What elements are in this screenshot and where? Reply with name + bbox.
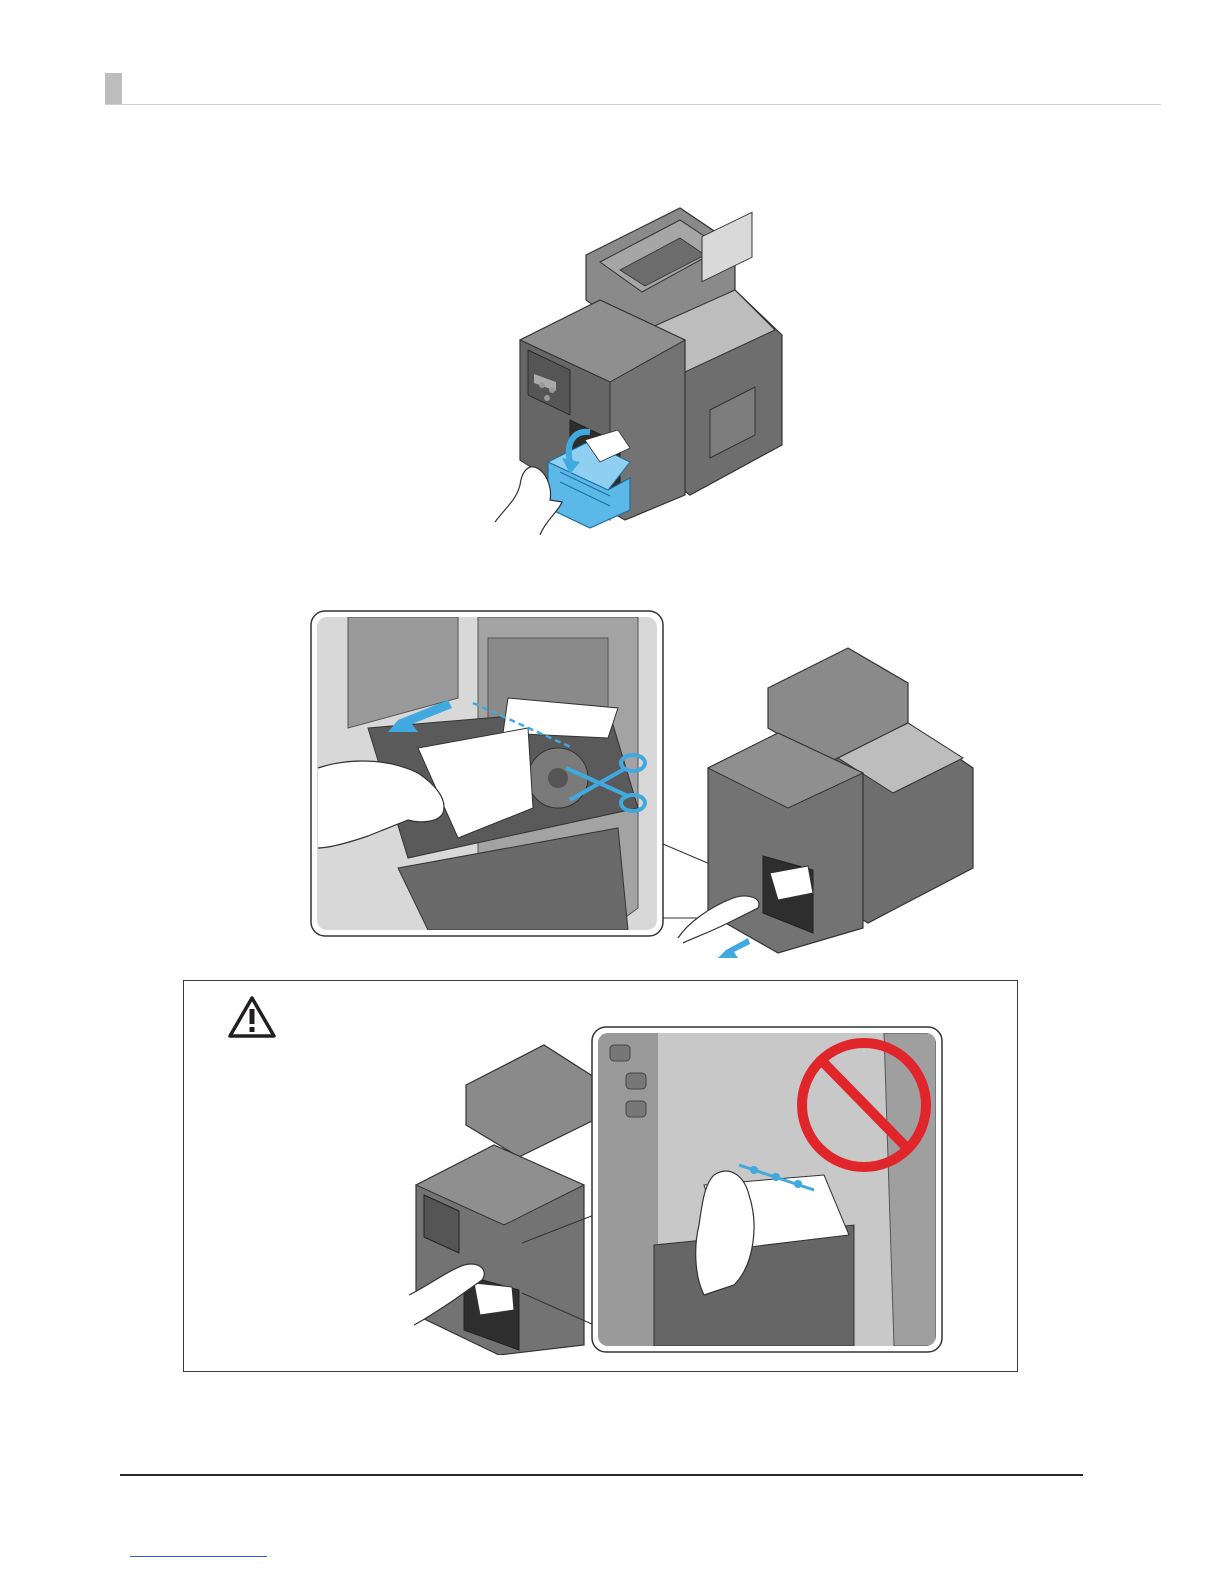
paper-cut-detail-illustration bbox=[308, 608, 978, 958]
footer-divider bbox=[120, 1474, 1083, 1476]
warning-do-not-pull-illustration bbox=[404, 1025, 944, 1355]
section-divider bbox=[105, 104, 1161, 105]
printer-open-unit-illustration bbox=[490, 200, 790, 535]
caution-box bbox=[183, 980, 1018, 1372]
hyperlink-underline[interactable] bbox=[130, 1556, 267, 1557]
warning-triangle-icon bbox=[227, 995, 277, 1039]
section-marker bbox=[105, 73, 122, 105]
